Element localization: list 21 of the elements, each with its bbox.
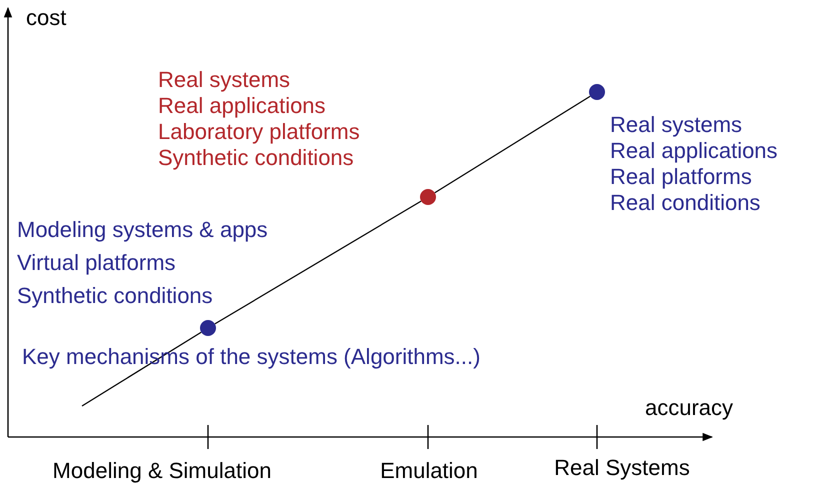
point-description: Real systems xyxy=(610,113,742,137)
point-marker xyxy=(420,189,436,205)
point-description: Real applications xyxy=(610,139,778,163)
point-description: Laboratory platforms xyxy=(158,120,360,144)
point-description: Modeling systems & apps xyxy=(17,218,268,242)
tick-label: Modeling & Simulation xyxy=(52,459,272,483)
tick-label: Real Systems xyxy=(554,456,690,480)
tick-label: Emulation xyxy=(380,459,478,483)
axis-title: cost xyxy=(26,6,66,30)
point-description: Synthetic conditions xyxy=(158,146,354,170)
point-description: Synthetic conditions xyxy=(17,284,213,308)
axis-title: accuracy xyxy=(645,396,734,420)
trend-line xyxy=(214,200,422,324)
point-marker xyxy=(589,84,605,100)
point-description: Real platforms xyxy=(610,165,752,189)
point-description: Real conditions xyxy=(610,191,760,215)
point-description: Virtual platforms xyxy=(17,251,176,275)
trend-line xyxy=(434,96,591,194)
point-marker xyxy=(200,320,216,336)
point-description: Real systems xyxy=(158,68,290,92)
point-description: Real applications xyxy=(158,94,326,118)
